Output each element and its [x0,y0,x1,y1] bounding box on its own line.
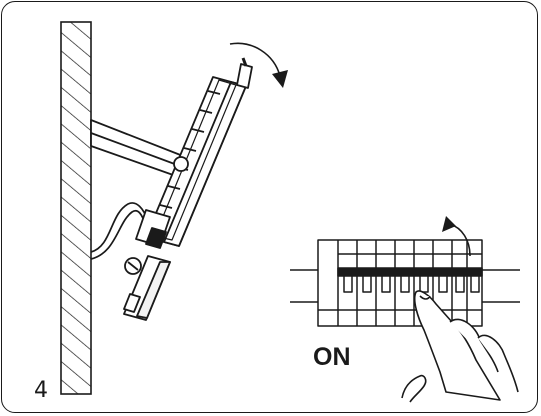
power-cable [90,202,149,260]
junction-box [123,255,171,321]
tilt-arrow-icon [229,42,288,88]
breaker-state-label: ON [313,343,351,371]
wall [60,21,92,395]
floodlight [135,57,253,249]
breaker-bank [317,239,483,327]
step-number: 4 [34,378,48,403]
mounting-arm [90,119,184,177]
switch-up-arrow-icon [442,216,471,257]
hand [401,290,519,403]
